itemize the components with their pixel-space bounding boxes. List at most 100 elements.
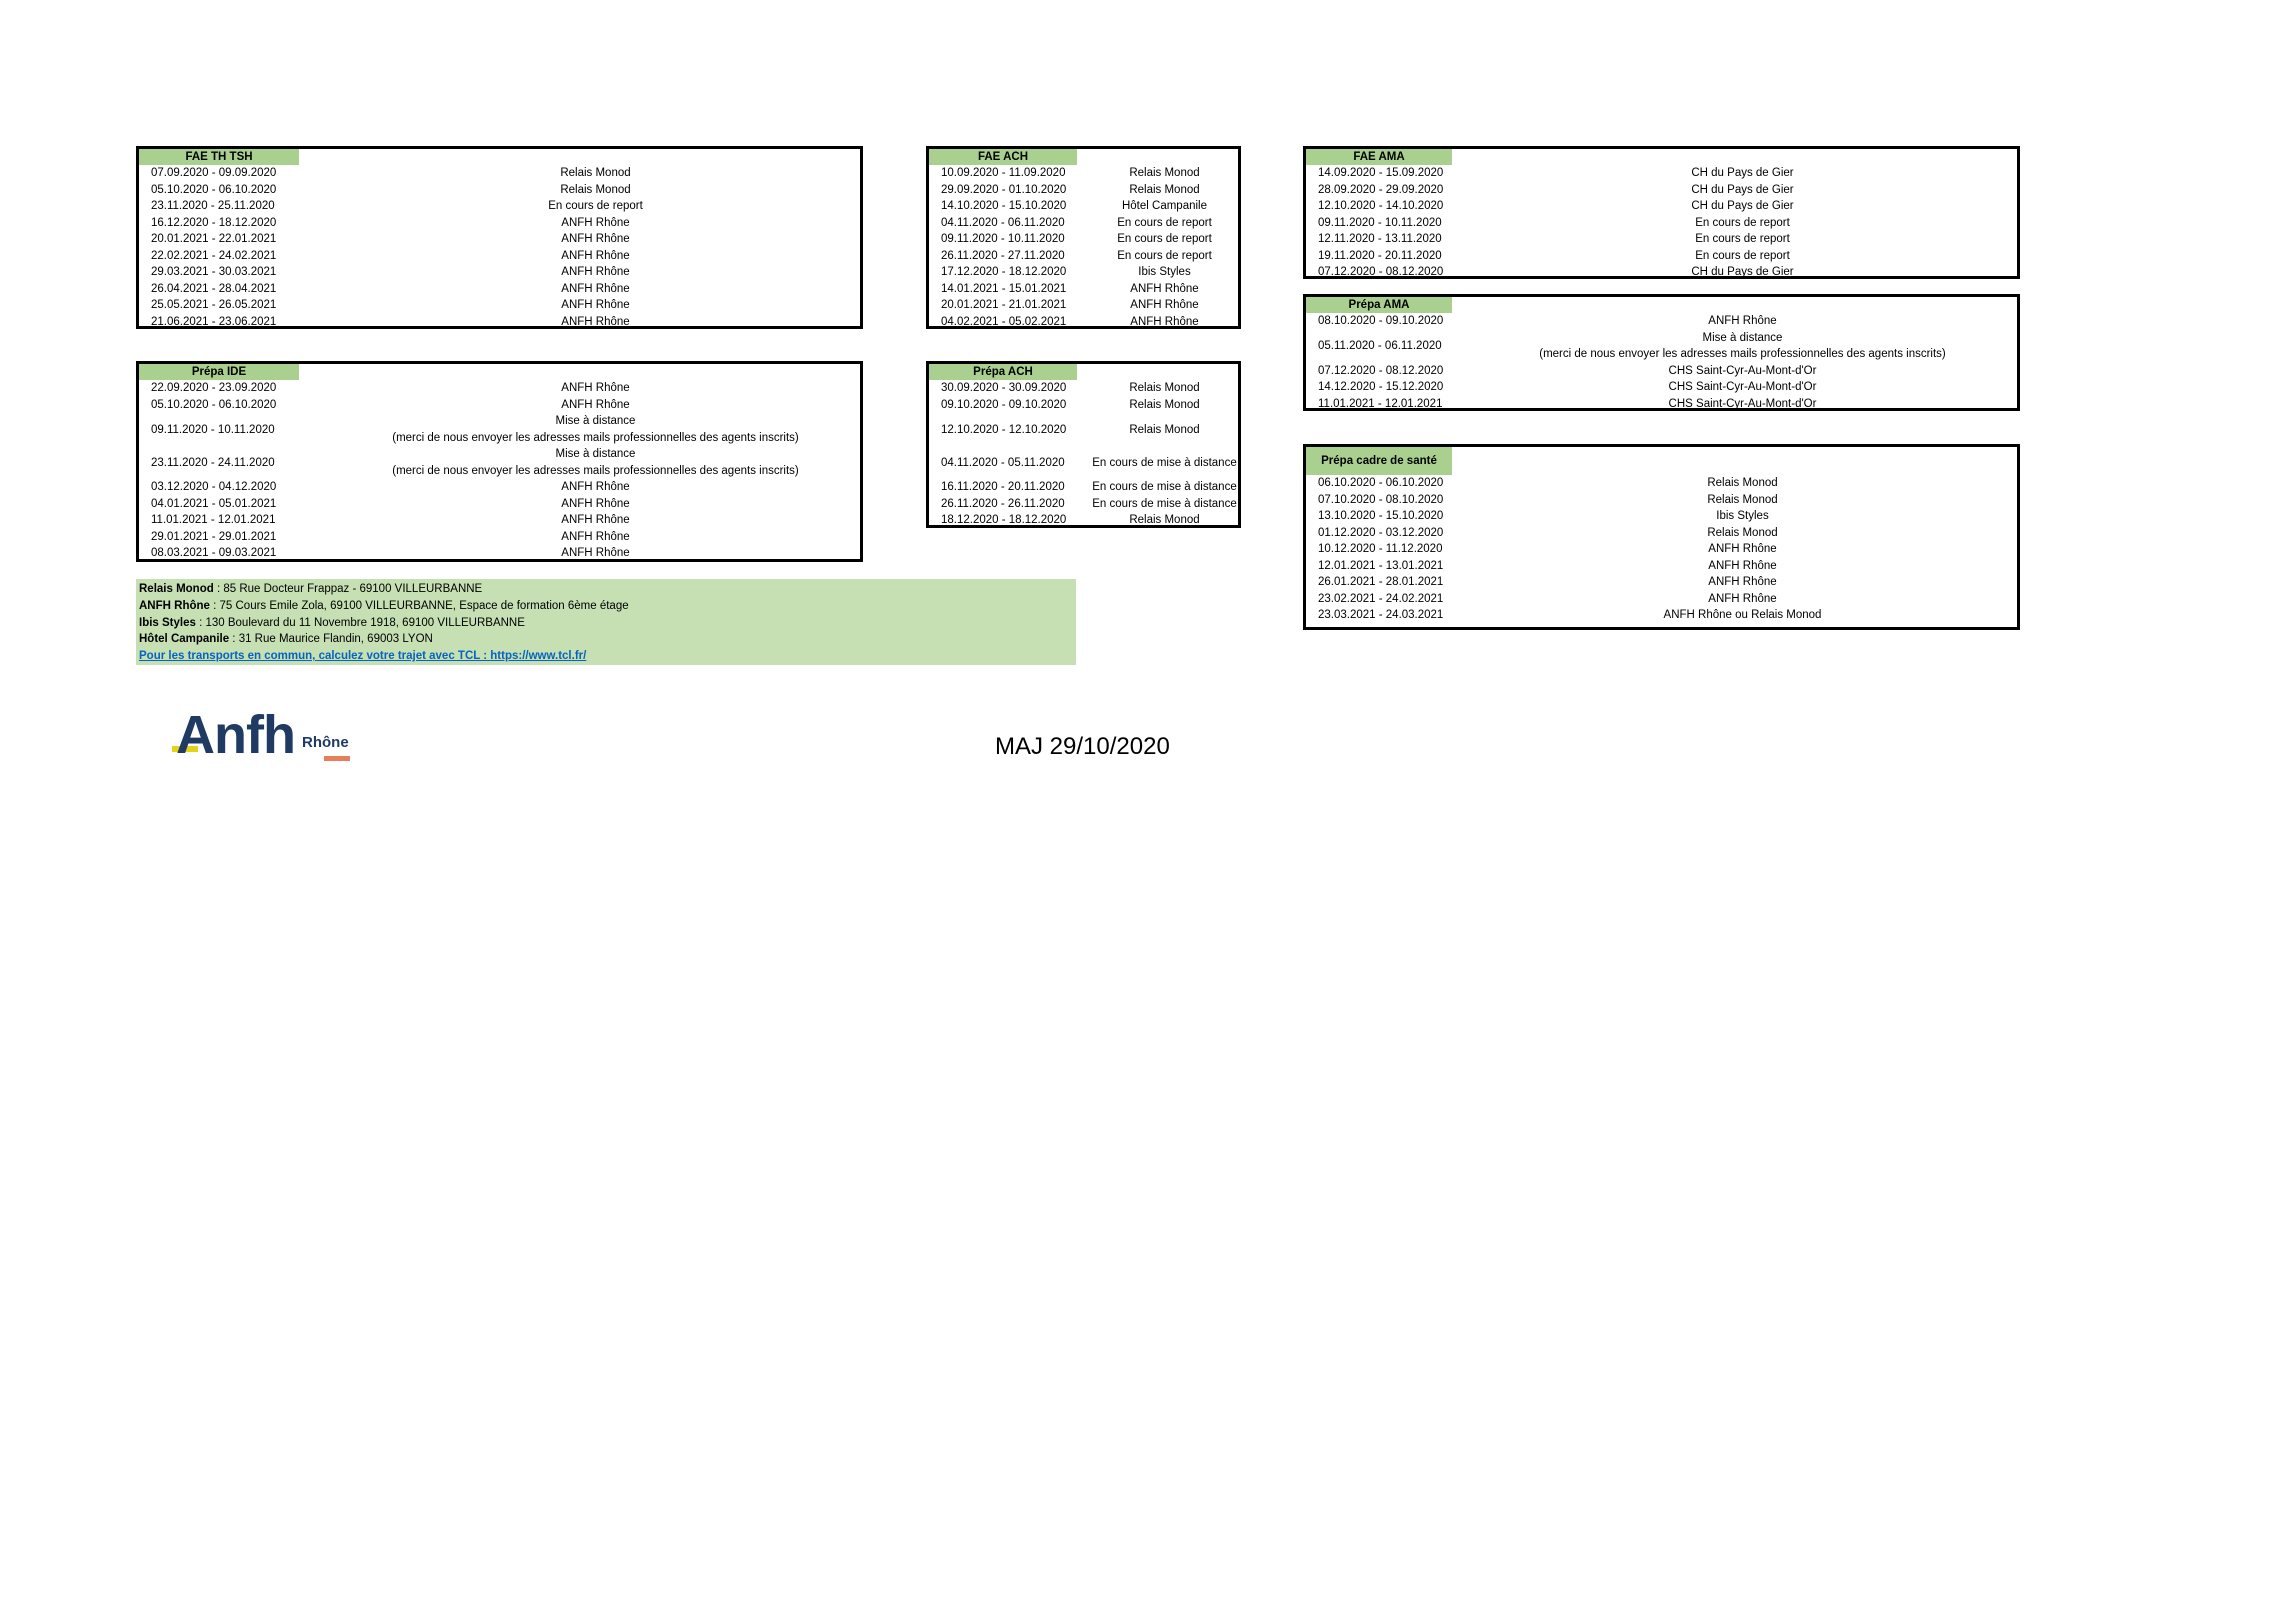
- session-location: En cours de mise à distance: [1092, 456, 1237, 469]
- session-location: En cours de report: [1695, 233, 1790, 246]
- session-location: CHS Saint-Cyr-Au-Mont-d'Or: [1668, 364, 1817, 377]
- session-date: 12.01.2021 - 13.01.2021: [1318, 559, 1444, 572]
- table-row: 26.04.2021 - 28.04.2021 ANFH Rhône: [139, 281, 860, 298]
- session-location: Mise à distance(merci de nous envoyer le…: [331, 446, 860, 479]
- session-location: ANFH Rhône: [561, 249, 630, 262]
- update-date: MAJ 29/10/2020: [995, 733, 1170, 760]
- session-location: ANFH Rhône: [561, 233, 630, 246]
- legend-ibis-styles: Ibis Styles : 130 Boulevard du 11 Novemb…: [139, 615, 1073, 632]
- session-location: CH du Pays de Gier: [1691, 167, 1794, 180]
- session-date: 18.12.2020 - 18.12.2020: [941, 514, 1067, 527]
- legend-address: : 85 Rue Docteur Frappaz - 69100 VILLEUR…: [213, 583, 483, 595]
- table-title: FAE AMA: [1306, 149, 1452, 165]
- session-location: ANFH Rhône: [1130, 299, 1199, 312]
- session-date: 09.10.2020 - 09.10.2020: [941, 398, 1067, 411]
- session-location: ANFH Rhône: [561, 497, 630, 510]
- table-row: 26.11.2020 - 26.11.2020 En cours de mise …: [929, 496, 1238, 513]
- session-date: 10.12.2020 - 11.12.2020: [1318, 543, 1443, 556]
- table-title: FAE TH TSH: [139, 149, 299, 165]
- table-title: FAE ACH: [929, 149, 1077, 165]
- legend-hotel-campanile: Hôtel Campanile : 31 Rue Maurice Flandin…: [139, 631, 1073, 648]
- table-row: 14.09.2020 - 15.09.2020 CH du Pays de Gie…: [1306, 165, 2017, 182]
- session-location: ANFH Rhône: [561, 282, 630, 295]
- session-location: ANFH Rhône: [561, 547, 630, 560]
- session-date: 09.11.2020 - 10.11.2020: [151, 423, 275, 436]
- session-date: 04.11.2020 - 06.11.2020: [941, 216, 1065, 229]
- session-date: 05.11.2020 - 06.11.2020: [1318, 340, 1442, 352]
- session-date: 23.11.2020 - 24.11.2020: [151, 456, 275, 469]
- session-date: 16.11.2020 - 20.11.2020: [941, 481, 1065, 494]
- session-location: ANFH Rhône: [561, 481, 630, 494]
- session-date: 14.10.2020 - 15.10.2020: [941, 200, 1067, 213]
- table-fae-ama: FAE AMA 14.09.2020 - 15.09.2020 CH du Pay…: [1303, 146, 2020, 279]
- session-date: 05.10.2020 - 06.10.2020: [151, 183, 277, 196]
- logo-yellow-bar: [172, 746, 198, 752]
- legend-name: Ibis Styles: [139, 616, 196, 629]
- table-title: Prépa IDE: [139, 364, 299, 380]
- session-location: Relais Monod: [1129, 183, 1200, 196]
- session-date: 29.03.2021 - 30.03.2021: [151, 266, 277, 279]
- session-location: En cours de mise à distance: [1092, 497, 1237, 510]
- session-date: 26.11.2020 - 27.11.2020: [941, 249, 1065, 262]
- session-location: CH du Pays de Gier: [1691, 266, 1794, 279]
- session-date: 14.12.2020 - 15.12.2020: [1318, 381, 1444, 394]
- session-date: 20.01.2021 - 21.01.2021: [941, 299, 1067, 312]
- session-location: ANFH Rhône: [1130, 315, 1199, 328]
- session-date: 26.11.2020 - 26.11.2020: [941, 497, 1065, 510]
- address-legend: Relais Monod : 85 Rue Docteur Frappaz - …: [136, 579, 1076, 665]
- session-date: 07.10.2020 - 08.10.2020: [1318, 493, 1444, 506]
- location-note: (merci de nous envoyer les adresses mail…: [392, 431, 799, 444]
- session-date: 26.01.2021 - 28.01.2021: [1318, 576, 1444, 589]
- session-location: Ibis Styles: [1138, 266, 1191, 279]
- session-date: 09.11.2020 - 10.11.2020: [1318, 216, 1442, 229]
- session-date: 23.11.2020 - 25.11.2020: [151, 200, 275, 213]
- logo-brand: Anfh: [176, 705, 296, 765]
- tcl-transport-link[interactable]: Pour les transports en commun, calculez …: [139, 650, 587, 663]
- table-title: Prépa cadre de santé: [1306, 447, 1452, 475]
- session-date: 11.01.2021 - 12.01.2021: [151, 514, 276, 527]
- session-location: Relais Monod: [1707, 526, 1778, 539]
- session-location: ANFH Rhône: [561, 315, 630, 328]
- session-date: 08.03.2021 - 09.03.2021: [151, 547, 277, 560]
- session-location: Relais Monod: [1129, 423, 1200, 436]
- session-date: 09.11.2020 - 10.11.2020: [941, 233, 1065, 246]
- session-date: 13.10.2020 - 15.10.2020: [1318, 510, 1444, 523]
- session-location: En cours de report: [1695, 216, 1790, 229]
- session-date: 14.09.2020 - 15.09.2020: [1318, 167, 1444, 180]
- session-date: 07.12.2020 - 08.12.2020: [1318, 266, 1444, 279]
- session-date: 26.04.2021 - 28.04.2021: [151, 282, 277, 295]
- session-date: 04.02.2021 - 05.02.2021: [941, 315, 1067, 328]
- session-date: 07.09.2020 - 09.09.2020: [151, 167, 277, 180]
- table-title: Prépa AMA: [1306, 297, 1452, 313]
- session-location: ANFH Rhône: [1708, 592, 1777, 605]
- session-location: Relais Monod: [1129, 382, 1200, 395]
- session-date: 14.01.2021 - 15.01.2021: [941, 282, 1067, 295]
- session-date: 03.12.2020 - 04.12.2020: [151, 481, 277, 494]
